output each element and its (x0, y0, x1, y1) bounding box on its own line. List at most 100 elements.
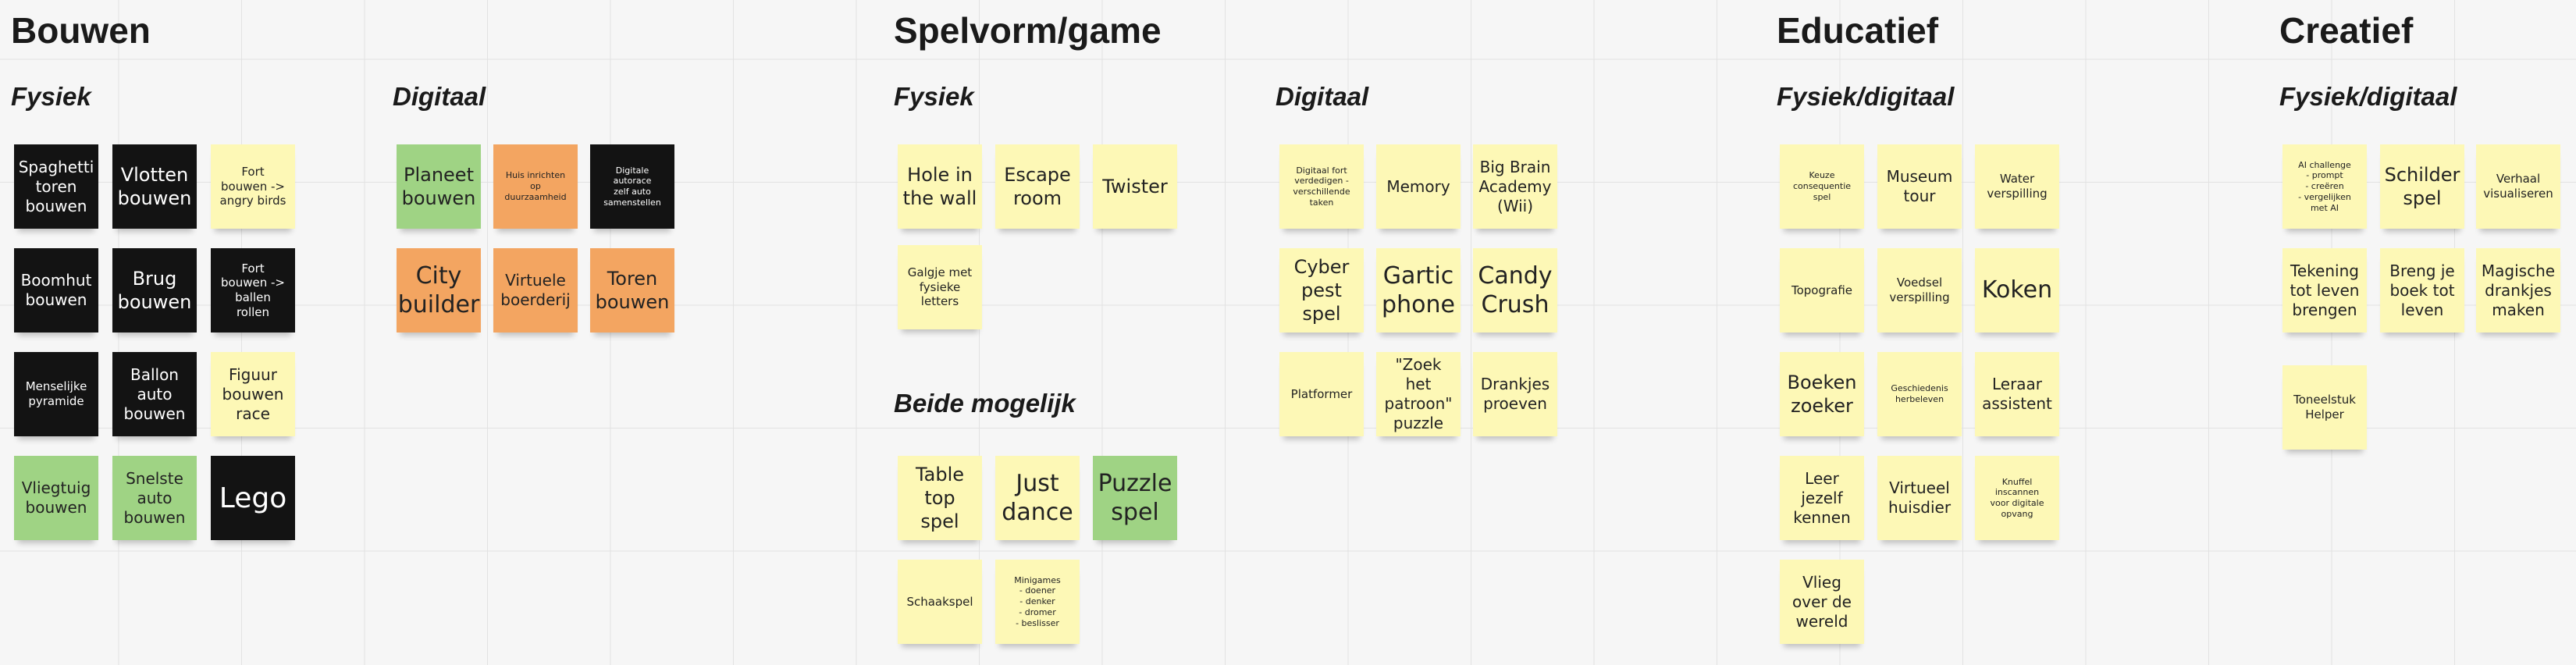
sticky-note[interactable]: "Zoek het patroon" puzzle (1376, 352, 1461, 436)
sticky-note[interactable]: Puzzle spel (1093, 456, 1177, 540)
sticky-note[interactable]: Twister (1093, 144, 1177, 229)
sticky-note[interactable]: Topografie (1780, 248, 1864, 332)
sticky-note[interactable]: Verhaal visualiseren (2476, 144, 2560, 229)
sticky-note[interactable]: City builder (397, 248, 481, 332)
sticky-note-text: AI challenge - prompt - creëren - vergel… (2298, 159, 2351, 213)
sticky-note-text: "Zoek het patroon" puzzle (1384, 355, 1453, 432)
sticky-note[interactable]: Leer jezelf kennen (1780, 456, 1864, 540)
sticky-note[interactable]: Candy Crush (1473, 248, 1557, 332)
sticky-note[interactable]: AI challenge - prompt - creëren - vergel… (2282, 144, 2367, 229)
sticky-note-text: Vlotten bouwen (117, 164, 192, 209)
sticky-note[interactable]: Cyber pest spel (1279, 248, 1364, 332)
sticky-note-text: Voedsel verspilling (1889, 276, 1950, 304)
group-label-creatief: Fysiek/digitaal (2279, 82, 2457, 111)
sticky-note-text: Virtueel huisdier (1888, 478, 1952, 517)
sticky-note-text: Virtuele boerderij (500, 271, 571, 309)
sticky-note[interactable]: Knuffel inscannen voor digitale opvang (1975, 456, 2059, 540)
sticky-note-text: Platformer (1290, 386, 1353, 401)
sticky-note[interactable]: Vlieg over de wereld (1780, 560, 1864, 644)
sticky-note[interactable]: Escape room (995, 144, 1080, 229)
sticky-note[interactable]: Vliegtuig bouwen (14, 456, 98, 540)
sticky-note[interactable]: Virtuele boerderij (493, 248, 578, 332)
sticky-note-text: Candy Crush (1478, 261, 1553, 319)
sticky-note[interactable]: Brug bouwen (112, 248, 197, 332)
sticky-note-text: Schaakspel (906, 594, 973, 609)
sticky-note[interactable]: Galgje met fysieke letters (898, 245, 982, 329)
sticky-note-text: Boomhut bouwen (20, 271, 92, 309)
sticky-note[interactable]: Minigames - doener - denker - dromer - b… (995, 560, 1080, 644)
sticky-note-text: Menselijke pyramide (25, 379, 87, 408)
sticky-note[interactable]: Gartic phone (1376, 248, 1461, 332)
sticky-note[interactable]: Hole in the wall (898, 144, 982, 229)
sticky-note-text: Magische drankjes maken (2481, 261, 2556, 319)
sticky-note-text: Minigames - doener - denker - dromer - b… (1014, 574, 1061, 628)
sticky-note[interactable]: Water verspilling (1975, 144, 2059, 229)
sticky-note[interactable]: Digitaal fort verdedigen - verschillende… (1279, 144, 1364, 229)
sticky-note[interactable]: Fort bouwen -> ballen rollen (211, 248, 295, 332)
sticky-note[interactable]: Koken (1975, 248, 2059, 332)
sticky-note[interactable]: Boeken zoeker (1780, 352, 1864, 436)
sticky-note-text: Cyber pest spel (1293, 256, 1350, 325)
sticky-note[interactable]: Table top spel (898, 456, 982, 540)
sticky-note[interactable]: Leraar assistent (1975, 352, 2059, 436)
sticky-note-text: Snelste auto bouwen (123, 468, 186, 527)
sticky-note-text: Digitaal fort verdedigen - verschillende… (1293, 165, 1350, 208)
section-title-spelvorm: Spelvorm/game (894, 10, 1162, 51)
sticky-note-text: Breng je boek tot leven (2389, 261, 2455, 319)
sticky-note[interactable]: Huis inrichten op duurzaamheid (493, 144, 578, 229)
sticky-note-text: Galgje met fysieke letters (907, 265, 973, 309)
group-label-bouwen-digitaal: Digitaal (393, 82, 486, 111)
sticky-note[interactable]: Voedsel verspilling (1877, 248, 1962, 332)
sticky-note[interactable]: Menselijke pyramide (14, 352, 98, 436)
sticky-note[interactable]: Vlotten bouwen (112, 144, 197, 229)
sticky-note-text: Spaghetti toren bouwen (18, 157, 94, 215)
sticky-note[interactable]: Breng je boek tot leven (2380, 248, 2464, 332)
sticky-note-text: Schilder spel (2384, 164, 2460, 209)
sticky-note[interactable]: Planeet bouwen (397, 144, 481, 229)
sticky-note[interactable]: Big Brain Academy (Wii) (1473, 144, 1557, 229)
sticky-note-text: Toren bouwen (595, 268, 670, 313)
sticky-note-text: Keuze consequentie spel (1792, 170, 1852, 202)
sticky-note[interactable]: Virtueel huisdier (1877, 456, 1962, 540)
sticky-note[interactable]: Snelste auto bouwen (112, 456, 197, 540)
sticky-note[interactable]: Platformer (1279, 352, 1364, 436)
sticky-note-text: Twister (1102, 176, 1168, 197)
sticky-note-text: Digitale autorace zelf auto samenstellen (603, 165, 661, 208)
sticky-note-text: Leer jezelf kennen (1793, 468, 1851, 527)
group-label-spelvorm-beide: Beide mogelijk (894, 389, 1076, 418)
sticky-note[interactable]: Digitale autorace zelf auto samenstellen (590, 144, 674, 229)
sticky-note[interactable]: Drankjes proeven (1473, 352, 1557, 436)
sticky-note-text: Brug bouwen (117, 268, 192, 313)
sticky-note[interactable]: Boomhut bouwen (14, 248, 98, 332)
sticky-note[interactable]: Schilder spel (2380, 144, 2464, 229)
sticky-note-text: Big Brain Academy (Wii) (1478, 157, 1552, 215)
sticky-note-text: Leraar assistent (1982, 375, 2052, 413)
sticky-note-text: Hole in the wall (902, 164, 977, 209)
sticky-note[interactable]: Magische drankjes maken (2476, 248, 2560, 332)
section-title-bouwen: Bouwen (11, 10, 151, 51)
sticky-note[interactable]: Just dance (995, 456, 1080, 540)
sticky-note-text: Toneelstuk Helper (2293, 393, 2356, 421)
sticky-note-text: Boeken zoeker (1787, 372, 1857, 417)
sticky-note-text: Just dance (1002, 469, 1073, 527)
sticky-note[interactable]: Geschiedenis herbeleven (1877, 352, 1962, 436)
section-title-creatief: Creatief (2279, 10, 2414, 51)
sticky-note[interactable]: Figuur bouwen race (211, 352, 295, 436)
sticky-note[interactable]: Ballon auto bouwen (112, 352, 197, 436)
sticky-note[interactable]: Toren bouwen (590, 248, 674, 332)
sticky-note[interactable]: Museum tour (1877, 144, 1962, 229)
sticky-note[interactable]: Tekening tot leven brengen (2282, 248, 2367, 332)
sticky-note-text: Ballon auto bouwen (123, 365, 186, 423)
sticky-note[interactable]: Spaghetti toren bouwen (14, 144, 98, 229)
sticky-note[interactable]: Memory (1376, 144, 1461, 229)
sticky-note-text: Escape room (1004, 164, 1071, 209)
sticky-note[interactable]: Schaakspel (898, 560, 982, 644)
sticky-note-text: Huis inrichten op duurzaamheid (504, 170, 567, 202)
sticky-note[interactable]: Toneelstuk Helper (2282, 365, 2367, 450)
sticky-note-text: Vlieg over de wereld (1792, 572, 1852, 631)
sticky-note[interactable]: Keuze consequentie spel (1780, 144, 1864, 229)
sticky-note[interactable]: Lego (211, 456, 295, 540)
sticky-note-text: Gartic phone (1382, 261, 1455, 319)
sticky-note[interactable]: Fort bouwen -> angry birds (211, 144, 295, 229)
